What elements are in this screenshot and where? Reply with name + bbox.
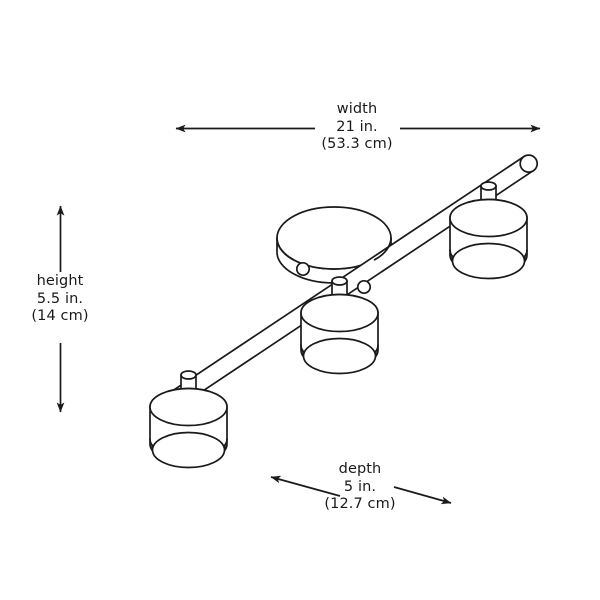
depth-dimension-line-left xyxy=(270,475,341,497)
canopy-rim-overlay xyxy=(276,237,392,261)
depth-label-metric: (12.7 cm) xyxy=(324,496,396,512)
height-label-name: height xyxy=(36,273,84,289)
lens-right xyxy=(451,242,526,280)
light-head-left xyxy=(149,370,228,469)
depth-dimension-line-right xyxy=(393,486,452,505)
height-label-metric: (14 cm) xyxy=(31,308,89,324)
height-label-imperial: 5.5 in. xyxy=(36,290,84,307)
light-head-center xyxy=(300,276,379,375)
depth-dimension-label: depth 5 in. (12.7 cm) xyxy=(290,461,430,514)
width-label-imperial: 21 in. xyxy=(336,118,378,135)
lens-center xyxy=(302,337,377,375)
width-dimension-label: width 21 in. (53.3 cm) xyxy=(287,101,427,154)
width-label-metric: (53.3 cm) xyxy=(321,136,393,152)
width-label-name: width xyxy=(336,101,378,117)
depth-label-name: depth xyxy=(338,461,382,477)
depth-label-imperial: 5 in. xyxy=(343,478,377,495)
canopy-screw-hole-left xyxy=(295,261,311,277)
light-head-right xyxy=(449,181,528,280)
canopy-screw-hole-right xyxy=(356,279,372,295)
lens-left xyxy=(151,431,226,469)
height-dimension-label: height 5.5 in. (14 cm) xyxy=(5,273,115,326)
